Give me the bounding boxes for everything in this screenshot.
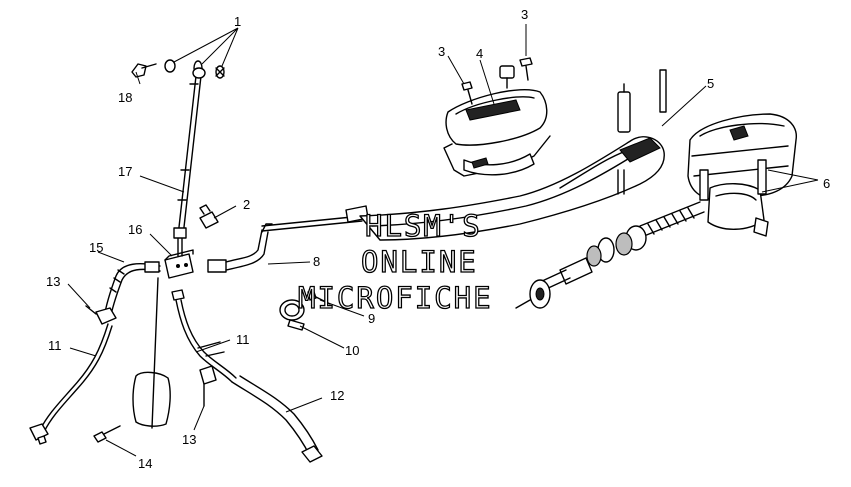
callout-17: 17 (118, 164, 132, 179)
brake-lever (359, 136, 665, 241)
watermark-line-3: MICROFICHE (298, 281, 493, 315)
callout-18: 18 (118, 90, 132, 105)
watermark-line-2: ONLINE (361, 245, 478, 279)
hose-12 (231, 375, 323, 463)
reservoir-cap-4 (443, 88, 551, 177)
brake-line-17 (177, 67, 206, 237)
hose-8 (207, 223, 273, 273)
screw-3-right (519, 57, 533, 81)
callout-11-left: 11 (48, 338, 62, 353)
callout-1: 1 (234, 14, 241, 29)
callout-3-right: 3 (521, 7, 528, 22)
fitting-3-top (499, 65, 515, 89)
callout-14: 14 (138, 456, 152, 471)
brake-line-11-left (29, 323, 113, 445)
callout-6: 6 (823, 176, 830, 191)
bleeder-2 (199, 204, 219, 229)
callout-12: 12 (330, 388, 344, 403)
callout-2: 2 (243, 197, 250, 212)
cable (261, 205, 369, 232)
callout-4: 4 (476, 46, 483, 61)
leader-lines (67, 24, 819, 457)
callout-13-left: 13 (46, 274, 60, 289)
callout-10: 10 (345, 343, 359, 358)
brake-line-11-right (171, 289, 237, 383)
pivot-pin (617, 83, 631, 133)
clamp-10 (279, 299, 305, 331)
hose-15 (103, 261, 161, 321)
callout-9: 9 (368, 311, 375, 326)
clip-13-lower (199, 365, 217, 407)
piston-assembly (515, 201, 705, 309)
callout-3-left: 3 (438, 44, 445, 59)
screw-3-left (461, 81, 473, 105)
cotter-pin (659, 69, 667, 113)
callout-8: 8 (313, 254, 320, 269)
master-cylinder-body (687, 113, 797, 237)
clip-13-left (85, 305, 117, 325)
callout-13-lower: 13 (182, 432, 196, 447)
callout-16: 16 (128, 222, 142, 237)
callout-15: 15 (89, 240, 103, 255)
callout-5: 5 (707, 76, 714, 91)
junction-block-16 (164, 227, 194, 279)
callout-11-right: 11 (236, 332, 250, 347)
bracket-pad (132, 277, 171, 429)
bolt-14 (93, 425, 121, 443)
watermark-line-1: HLSM'S (365, 209, 482, 243)
bolt-18 (131, 59, 225, 79)
